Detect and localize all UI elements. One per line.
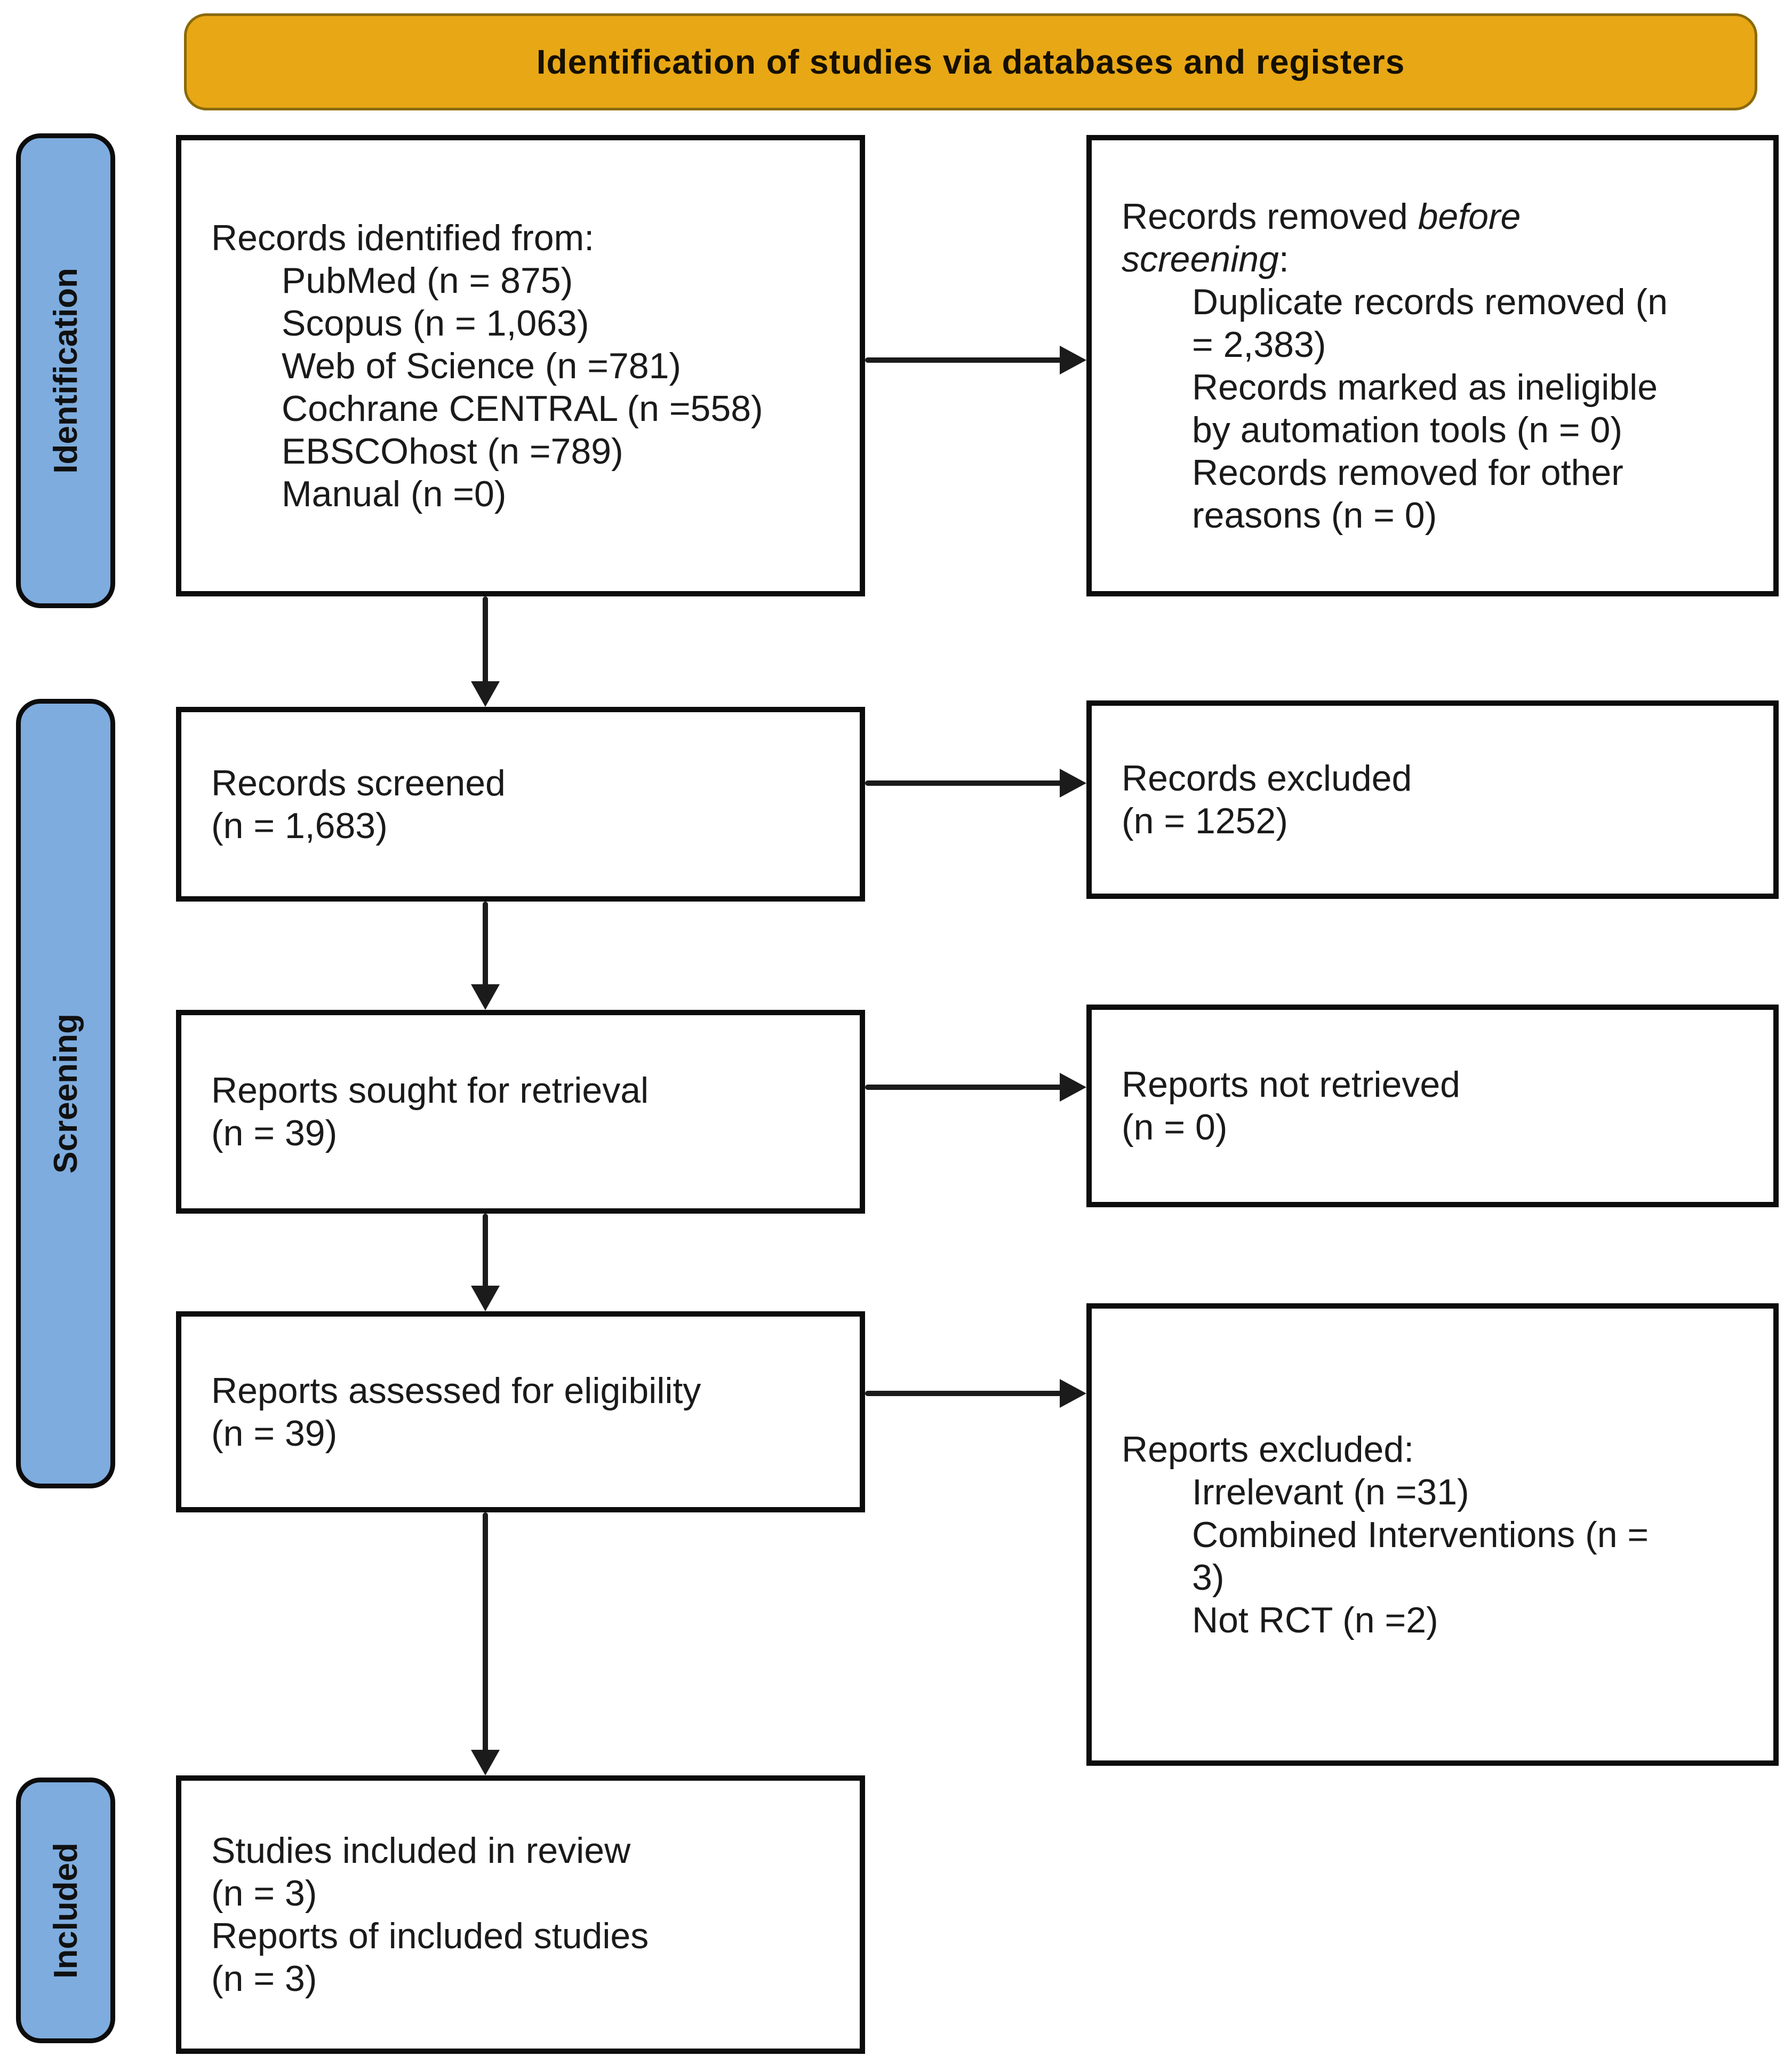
- records-excluded-line: Records excluded: [1122, 758, 1412, 799]
- studies-included-line: Studies included in review: [211, 1830, 631, 1871]
- sidebar-screening-label: Screening: [47, 1014, 84, 1174]
- records-excluded-count: (n = 1252): [1122, 801, 1288, 841]
- box-records-identified-content: Records identified from: PubMed (n = 875…: [181, 140, 860, 591]
- arrow-head-right-icon: [1060, 769, 1086, 798]
- box-reports-excluded: Reports excluded: Irrelevant (n =31) Com…: [1086, 1303, 1779, 1766]
- banner-title: Identification of studies via databases …: [536, 43, 1405, 81]
- sidebar-included: Included: [16, 1778, 115, 2043]
- box-records-excluded: Records excluded (n = 1252): [1086, 700, 1779, 899]
- reports-included-count: (n = 3): [211, 1958, 317, 1999]
- reports-assessed-line: Reports assessed for eligibility: [211, 1370, 701, 1411]
- reports-sought-count: (n = 39): [211, 1113, 338, 1153]
- box-records-screened-content: Records screened (n = 1,683): [181, 712, 860, 896]
- records-identified-title: Records identified from:: [211, 217, 595, 258]
- box-reports-assessed: Reports assessed for eligibility (n = 39…: [176, 1311, 865, 1512]
- removed-automation-line1: Records marked as ineligible: [1192, 366, 1658, 408]
- arrow-head-down-icon: [471, 1286, 500, 1311]
- arrow-head-down-icon: [471, 984, 500, 1010]
- box-records-screened: Records screened (n = 1,683): [176, 707, 865, 902]
- source-scopus: Scopus (n = 1,063): [282, 302, 589, 344]
- excluded-combined-line1: Combined Interventions (n =: [1192, 1514, 1649, 1555]
- box-reports-not-retrieved-content: Reports not retrieved (n = 0): [1092, 1010, 1773, 1202]
- records-screened-count: (n = 1,683): [211, 805, 388, 846]
- arrow-head-right-icon: [1060, 1073, 1086, 1102]
- sidebar-included-label: Included: [47, 1842, 84, 1979]
- records-removed-title-regular: Records removed: [1122, 196, 1418, 237]
- arrow-identified-to-screened: [469, 596, 501, 707]
- records-removed-title-italic2: screening: [1122, 238, 1279, 280]
- excluded-not-rct: Not RCT (n =2): [1192, 1599, 1438, 1640]
- sidebar-screening: Screening: [16, 699, 115, 1488]
- arrow-assessed-to-included: [469, 1512, 501, 1775]
- arrow-line: [865, 357, 1064, 363]
- box-reports-excluded-content: Reports excluded: Irrelevant (n =31) Com…: [1092, 1309, 1773, 1760]
- records-removed-title-line2: screening:: [1122, 238, 1757, 281]
- arrow-screened-to-sought: [469, 902, 501, 1010]
- reports-sought-line: Reports sought for retrieval: [211, 1070, 649, 1111]
- excluded-combined-line2: 3): [1192, 1557, 1225, 1598]
- arrow-head-down-icon: [471, 681, 500, 707]
- excluded-irrelevant: Irrelevant (n =31): [1192, 1471, 1469, 1512]
- arrow-sought-to-assessed: [469, 1214, 501, 1311]
- arrow-line: [865, 1085, 1064, 1090]
- removed-other-line2: reasons (n = 0): [1192, 495, 1437, 536]
- removed-duplicates-line1: Duplicate records removed (n: [1192, 281, 1668, 322]
- box-records-removed: Records removed before screening: Duplic…: [1086, 135, 1779, 596]
- records-removed-title-colon: :: [1278, 238, 1289, 280]
- sidebar-identification: Identification: [16, 133, 115, 608]
- sidebar-identification-label: Identification: [47, 268, 84, 474]
- box-records-removed-content: Records removed before screening: Duplic…: [1092, 140, 1773, 591]
- arrow-line: [483, 1512, 488, 1754]
- reports-not-retrieved-line: Reports not retrieved: [1122, 1064, 1460, 1105]
- source-manual: Manual (n =0): [282, 473, 507, 514]
- box-reports-assessed-content: Reports assessed for eligibility (n = 39…: [181, 1317, 860, 1507]
- removed-duplicates-line2: = 2,383): [1192, 324, 1326, 365]
- records-removed-title-italic: before: [1418, 196, 1521, 237]
- reports-assessed-count: (n = 39): [211, 1413, 338, 1454]
- source-ebscohost: EBSCOhost (n =789): [282, 431, 623, 472]
- reports-not-retrieved-count: (n = 0): [1122, 1107, 1228, 1147]
- studies-included-count: (n = 3): [211, 1873, 317, 1914]
- box-reports-sought: Reports sought for retrieval (n = 39): [176, 1010, 865, 1214]
- removed-automation-line2: by automation tools (n = 0): [1192, 409, 1623, 450]
- arrow-line: [483, 1214, 488, 1290]
- arrow-line: [865, 1391, 1064, 1396]
- source-web-of-science: Web of Science (n =781): [282, 345, 682, 386]
- reports-included-line: Reports of included studies: [211, 1916, 649, 1956]
- records-removed-title-line1: Records removed before: [1122, 195, 1757, 238]
- banner: Identification of studies via databases …: [184, 13, 1757, 110]
- box-studies-included: Studies included in review (n = 3) Repor…: [176, 1775, 865, 2054]
- box-reports-sought-content: Reports sought for retrieval (n = 39): [181, 1015, 860, 1208]
- arrow-assessed-to-reports-excluded: [865, 1377, 1086, 1409]
- arrow-line: [483, 596, 488, 686]
- box-records-identified: Records identified from: PubMed (n = 875…: [176, 135, 865, 596]
- arrow-screened-to-excluded: [865, 767, 1086, 799]
- arrow-sought-to-not-retrieved: [865, 1071, 1086, 1103]
- arrow-head-right-icon: [1060, 1379, 1086, 1408]
- records-screened-line: Records screened: [211, 762, 506, 803]
- arrow-identified-to-removed: [865, 344, 1086, 376]
- box-studies-included-content: Studies included in review (n = 3) Repor…: [181, 1781, 860, 2049]
- box-reports-not-retrieved: Reports not retrieved (n = 0): [1086, 1005, 1779, 1207]
- box-records-excluded-content: Records excluded (n = 1252): [1092, 706, 1773, 894]
- arrow-line: [865, 780, 1064, 786]
- source-pubmed: PubMed (n = 875): [282, 260, 573, 301]
- arrow-line: [483, 902, 488, 989]
- source-cochrane-central: Cochrane CENTRAL (n =558): [282, 388, 763, 429]
- removed-other-line1: Records removed for other: [1192, 452, 1623, 493]
- reports-excluded-title: Reports excluded:: [1122, 1429, 1414, 1470]
- arrow-head-down-icon: [471, 1750, 500, 1775]
- arrow-head-right-icon: [1060, 346, 1086, 374]
